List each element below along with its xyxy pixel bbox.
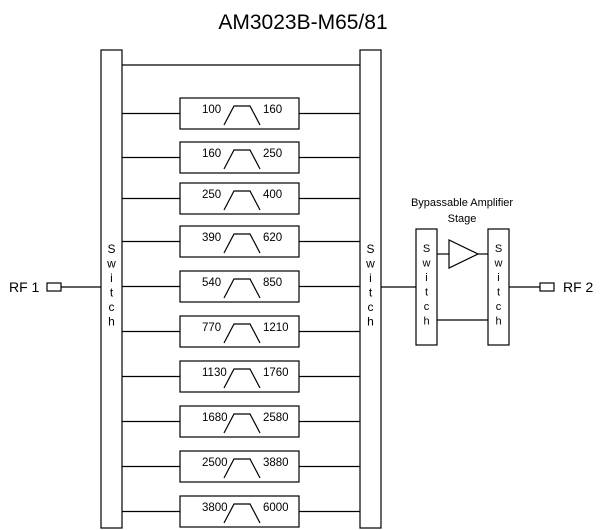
filter-high-freq: 3880 [263, 457, 289, 469]
amp-stage-label-line1: Bypassable Amplifier [411, 197, 513, 209]
bandpass-filter-box [179, 405, 300, 438]
filter-row: 1130 1760 [122, 360, 360, 393]
filter-high-freq: 620 [263, 232, 282, 244]
right-switch-box [359, 49, 382, 529]
filter-high-freq: 850 [263, 277, 282, 289]
rf1-connector [46, 282, 62, 292]
filter-row: 540 850 [122, 270, 360, 303]
filter-low-freq: 1130 [202, 367, 227, 379]
filter-low-freq: 2500 [202, 457, 228, 469]
bandpass-filter-box [179, 225, 300, 258]
bandpass-icon [223, 190, 261, 211]
filter-row: 160 250 [122, 141, 360, 174]
rf2-connector [539, 282, 555, 292]
bandpass-filter-box [179, 182, 300, 215]
bandpass-filter-box [179, 495, 300, 528]
filter-high-freq: 250 [263, 148, 282, 160]
bandpass-icon [223, 368, 261, 389]
bandpass-icon [223, 149, 261, 170]
filter-row: 100 160 [122, 97, 360, 130]
filter-row: 2500 3880 [122, 450, 360, 483]
left-switch-box [100, 49, 123, 529]
bandpass-filter-box [179, 315, 300, 348]
filter-high-freq: 1760 [263, 367, 289, 379]
bandpass-icon [223, 323, 261, 344]
bandpass-icon [223, 503, 261, 524]
filter-low-freq: 390 [202, 232, 221, 244]
filter-high-freq: 6000 [263, 502, 289, 514]
filter-low-freq: 3800 [202, 502, 228, 514]
filter-row: 1680 2580 [122, 405, 360, 438]
filter-high-freq: 2580 [263, 412, 289, 424]
bandpass-filter-box [179, 360, 300, 393]
bandpass-filter-box [179, 97, 300, 130]
filter-low-freq: 1680 [202, 412, 228, 424]
bandpass-icon [223, 105, 261, 126]
filter-low-freq: 250 [202, 189, 221, 201]
filter-high-freq: 400 [263, 189, 282, 201]
amp-input-switch-box [415, 228, 438, 346]
bandpass-icon [223, 233, 261, 254]
amplifier-icon [448, 239, 480, 269]
filter-row: 250 400 [122, 182, 360, 215]
bandpass-icon [223, 458, 261, 479]
filter-low-freq: 160 [202, 148, 221, 160]
filter-row: 770 1210 [122, 315, 360, 348]
rf2-label: RF 2 [563, 279, 594, 295]
bandpass-icon [223, 413, 261, 434]
rf1-label: RF 1 [9, 279, 40, 295]
bandpass-filter-box [179, 450, 300, 483]
filter-row: 3800 6000 [122, 495, 360, 528]
filter-row: 390 620 [122, 225, 360, 258]
amp-stage-label-line2: Stage [448, 213, 477, 225]
diagram-title: AM3023B-M65/81 [218, 11, 387, 34]
bandpass-filter-box [179, 141, 300, 174]
filter-high-freq: 160 [263, 104, 282, 116]
bandpass-icon [223, 278, 261, 299]
filter-high-freq: 1210 [263, 322, 289, 334]
filter-low-freq: 100 [202, 104, 221, 116]
filter-bank: 100 160 160 250 250 400 390 620 540 850 770 1210 113… [122, 97, 360, 528]
filter-low-freq: 540 [202, 277, 221, 289]
bandpass-filter-box [179, 270, 300, 303]
filter-low-freq: 770 [202, 322, 221, 334]
